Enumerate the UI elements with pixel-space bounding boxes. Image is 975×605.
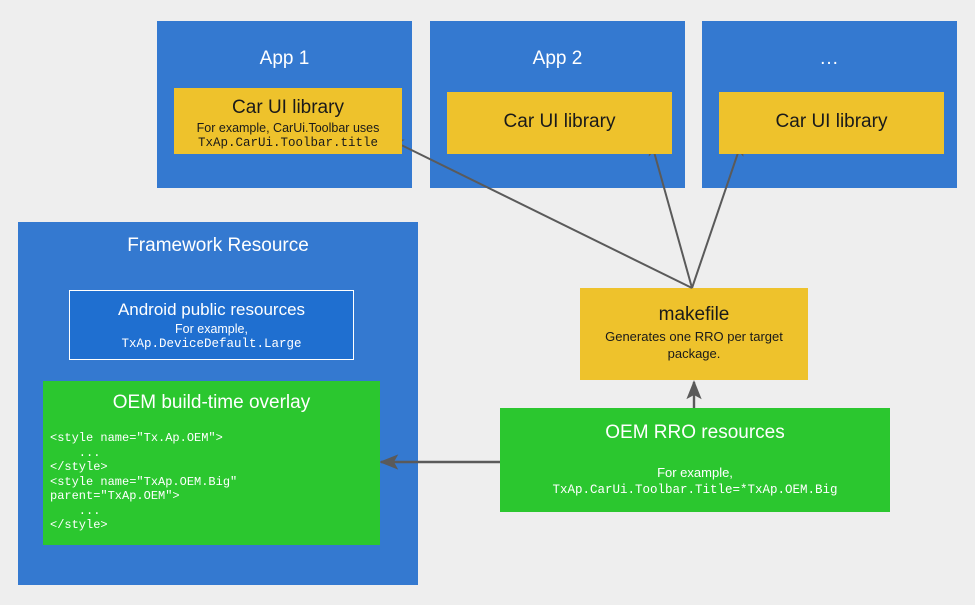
app-1-car-ui-library-title: Car UI library (232, 97, 344, 118)
app-3-car-ui-library-title: Car UI library (775, 111, 888, 132)
oem-rro-resources-subtitle: For example, (657, 465, 733, 480)
oem-build-time-overlay-box: OEM build-time overlay <style name="Tx.A… (43, 381, 380, 545)
oem-build-time-overlay-title: OEM build-time overlay (112, 392, 311, 413)
app-3-car-ui-library-box: Car UI library (719, 92, 944, 154)
app-1-car-ui-library-code: TxAp.CarUi.Toolbar.title (197, 136, 379, 150)
app-2-car-ui-library-box: Car UI library (447, 92, 672, 154)
framework-resource-title: Framework Resource (127, 235, 309, 256)
android-public-resources-box: Android public resources For example, Tx… (69, 290, 354, 360)
app-2-title: App 2 (532, 48, 583, 69)
makefile-box: makefile Generates one RRO per target pa… (580, 288, 808, 380)
android-public-resources-code: TxAp.DeviceDefault.Large (121, 337, 302, 351)
app-1-title: App 1 (259, 48, 310, 69)
makefile-subtitle: Generates one RRO per target package. (605, 329, 783, 361)
app-2-car-ui-library-title: Car UI library (503, 111, 616, 132)
makefile-title: makefile (658, 304, 730, 325)
oem-rro-resources-code: TxAp.CarUi.Toolbar.Title=*TxAp.OEM.Big (552, 483, 838, 497)
oem-rro-resources-box: OEM RRO resources For example, TxAp.CarU… (500, 408, 890, 512)
android-public-resources-title: Android public resources (117, 300, 306, 319)
oem-rro-resources-title: OEM RRO resources (605, 422, 785, 443)
app-1-car-ui-library-box: Car UI library For example, CarUi.Toolba… (174, 88, 402, 154)
app-1-car-ui-library-subtitle: For example, CarUi.Toolbar uses (196, 121, 380, 135)
app-3-title: ... (820, 48, 839, 69)
oem-build-time-overlay-code: <style name="Tx.Ap.OEM"> ... </style> <s… (50, 431, 238, 532)
android-public-resources-subtitle: For example, (175, 322, 248, 336)
